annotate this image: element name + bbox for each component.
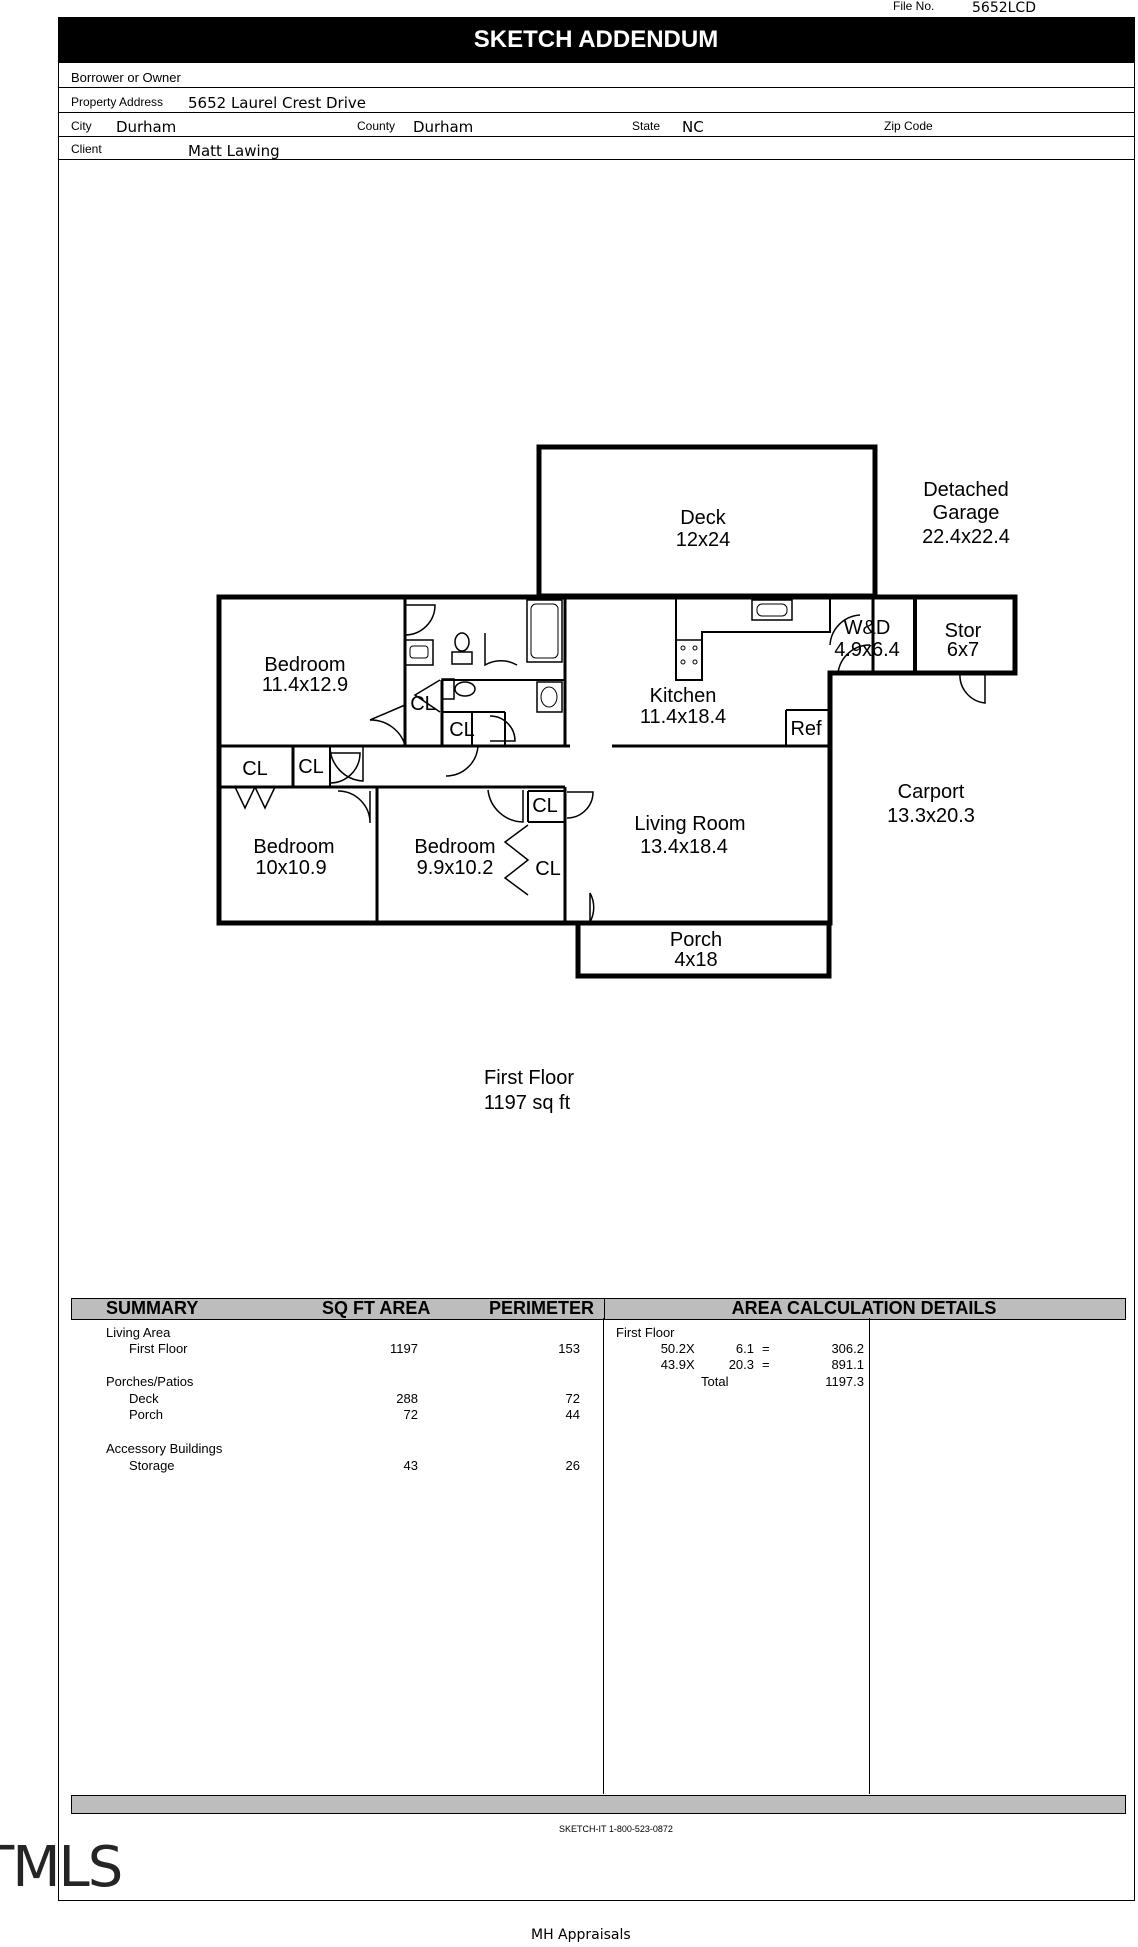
file-no-label: File No.	[893, 0, 935, 13]
row-area: 1197	[390, 1341, 418, 1356]
divider	[58, 136, 1134, 137]
group-title: Porches/Patios	[106, 1374, 194, 1389]
ref-label: Ref	[790, 718, 822, 740]
footer-credit: SKETCH-IT 1-800-523-0872	[559, 1824, 673, 1834]
closet-label: CL	[242, 758, 268, 780]
detail-result: 306.2	[831, 1341, 864, 1356]
address-value: 5652 Laurel Crest Drive	[188, 94, 366, 112]
bedroom2-name: Bedroom	[253, 836, 334, 858]
porch-dim: 4x18	[674, 949, 717, 971]
divider	[58, 87, 1134, 88]
floor-label: First Floor	[484, 1067, 574, 1089]
client-label: Client	[71, 142, 102, 156]
deck-name: Deck	[680, 507, 727, 529]
row-name: Deck	[129, 1391, 159, 1406]
kitchen-dim: 11.4x18.4	[640, 706, 726, 728]
state-value: NC	[682, 118, 704, 136]
bedroom3-name: Bedroom	[414, 836, 495, 858]
detail-eq: =	[762, 1357, 770, 1372]
bedroom1-dim: 11.4x12.9	[262, 674, 348, 696]
wd-name: W&D	[844, 617, 891, 639]
deck-dim: 12x24	[676, 529, 731, 551]
zip-label: Zip Code	[884, 119, 933, 133]
living-name: Living Room	[634, 813, 745, 835]
row-area: 72	[403, 1407, 418, 1422]
divider	[869, 1318, 870, 1794]
row-area: 288	[396, 1391, 418, 1406]
detail-b: 20.3	[728, 1357, 754, 1372]
divider	[603, 1318, 604, 1794]
row-perimeter: 72	[565, 1391, 580, 1406]
row-name: Storage	[129, 1458, 175, 1473]
appraiser-name: MH Appraisals	[531, 1927, 631, 1943]
closet-label: CL	[535, 858, 561, 880]
detail-total-value: 1197.3	[825, 1374, 864, 1389]
detail-x: X	[686, 1357, 695, 1372]
closet-label: CL	[298, 756, 324, 778]
county-label: County	[357, 119, 396, 133]
wd-dim: 4.9x6.4	[834, 639, 900, 661]
carport-dim: 13.3x20.3	[887, 805, 975, 827]
row-perimeter: 44	[565, 1407, 580, 1422]
closet-label: CL	[410, 693, 436, 715]
details-title: First Floor	[616, 1325, 675, 1340]
file-no-value: 5652LCD	[972, 0, 1036, 16]
row-name: First Floor	[129, 1341, 188, 1356]
row-name: Porch	[129, 1407, 163, 1422]
sketch-addendum-title: SKETCH ADDENDUM	[58, 17, 1134, 63]
carport-name: Carport	[898, 781, 965, 803]
divider	[58, 159, 1134, 160]
address-label: Property Address	[71, 95, 164, 109]
bedroom2-dim: 10x10.9	[255, 857, 326, 879]
room-labels: Deck 12x24 Detached Garage 22.4x22.4 Bed…	[242, 479, 1010, 1114]
porch-outline	[575, 920, 832, 979]
stor-name: Stor	[945, 620, 982, 642]
footer-bar	[71, 1795, 1126, 1814]
detail-a: 50.2	[660, 1341, 686, 1356]
kitchen-name: Kitchen	[650, 685, 717, 707]
closet-label: CL	[532, 795, 558, 817]
garage-line2: Garage	[933, 502, 1000, 524]
group-title: Accessory Buildings	[106, 1441, 223, 1456]
detail-result: 891.1	[831, 1357, 864, 1372]
detail-eq: =	[762, 1341, 770, 1356]
client-value: Matt Lawing	[188, 142, 280, 160]
detail-total-label: Total	[701, 1374, 729, 1389]
bedroom3-dim: 9.9x10.2	[417, 857, 494, 879]
perimeter-header: PERIMETER	[489, 1298, 595, 1318]
closet-label: CL	[449, 719, 475, 741]
state-label: State	[632, 119, 661, 133]
detail-a: 43.9	[660, 1357, 686, 1372]
divider	[58, 112, 1134, 113]
city-label: City	[71, 119, 92, 133]
summary-header: SUMMARY	[106, 1298, 199, 1318]
details-header: AREA CALCULATION DETAILS	[731, 1298, 997, 1318]
stor-dim: 6x7	[947, 639, 979, 661]
living-dim: 13.4x18.4	[640, 836, 728, 858]
detail-b: 6.1	[735, 1341, 754, 1356]
borrower-label: Borrower or Owner	[71, 70, 181, 85]
area-header: SQ FT AREA	[322, 1298, 431, 1318]
county-value: Durham	[413, 118, 474, 136]
garage-line1: Detached	[923, 479, 1009, 501]
watermark-logo: TMLS	[0, 1835, 123, 1900]
row-perimeter: 153	[558, 1341, 580, 1356]
detail-x: X	[686, 1341, 695, 1356]
floor-area: 1197 sq ft	[484, 1092, 571, 1114]
details-header-bar	[604, 1298, 1126, 1320]
garage-dim: 22.4x22.4	[922, 526, 1010, 548]
row-perimeter: 26	[565, 1458, 580, 1473]
porch-name: Porch	[670, 929, 722, 951]
city-value: Durham	[116, 118, 177, 136]
group-title: Living Area	[106, 1325, 171, 1340]
bedroom1-name: Bedroom	[264, 654, 345, 676]
row-area: 43	[403, 1458, 418, 1473]
